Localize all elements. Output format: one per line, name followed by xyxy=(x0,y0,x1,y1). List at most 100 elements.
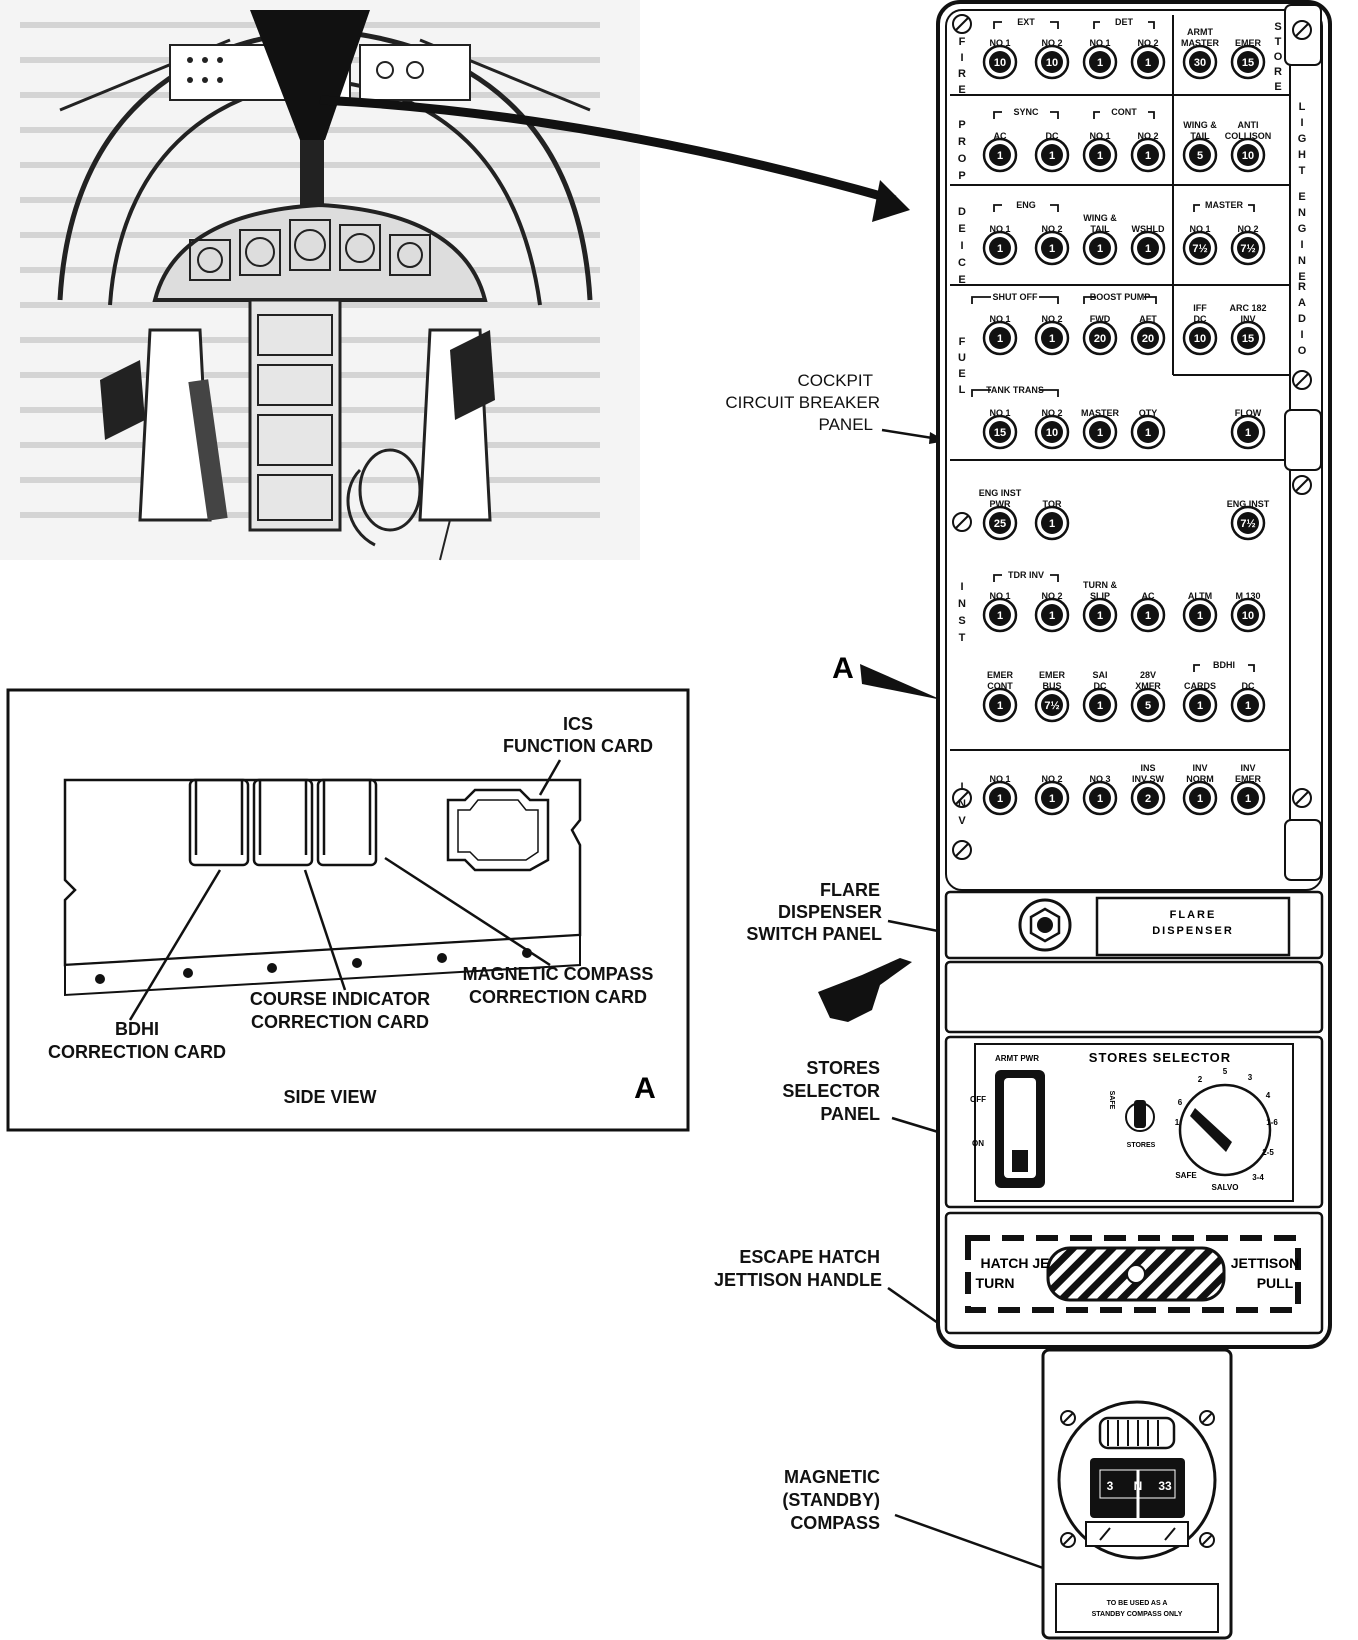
breaker-button[interactable] xyxy=(1137,327,1159,349)
breaker-button[interactable] xyxy=(1089,694,1111,716)
breaker-button[interactable] xyxy=(1189,237,1211,259)
breaker-button[interactable] xyxy=(1237,604,1259,626)
circuit-breaker[interactable]: AC1 xyxy=(982,131,1018,173)
circuit-breaker[interactable]: NO 21 xyxy=(1034,774,1070,816)
breaker-button[interactable] xyxy=(1089,144,1111,166)
circuit-breaker[interactable]: DC1 xyxy=(1230,681,1266,723)
breaker-button[interactable] xyxy=(1237,237,1259,259)
breaker-button[interactable] xyxy=(1237,421,1259,443)
breaker-button[interactable] xyxy=(1237,144,1259,166)
circuit-breaker[interactable]: NO 11 xyxy=(982,591,1018,633)
breaker-button[interactable] xyxy=(1137,604,1159,626)
breaker-button[interactable] xyxy=(1089,51,1111,73)
stores-rotary-selector[interactable] xyxy=(1178,1083,1272,1177)
circuit-breaker[interactable]: NO 27½ xyxy=(1230,224,1266,266)
breaker-button[interactable] xyxy=(989,694,1011,716)
circuit-breaker[interactable]: NO 21 xyxy=(1130,131,1166,173)
breaker-button[interactable] xyxy=(1041,604,1063,626)
circuit-breaker[interactable]: AC1 xyxy=(1130,591,1166,633)
breaker-button[interactable] xyxy=(1237,51,1259,73)
circuit-breaker[interactable]: NO 210 xyxy=(1034,38,1070,80)
breaker-button[interactable] xyxy=(989,327,1011,349)
safe-stores-toggle[interactable] xyxy=(1134,1100,1146,1128)
breaker-button[interactable] xyxy=(989,512,1011,534)
breaker-button[interactable] xyxy=(989,51,1011,73)
breaker-button[interactable] xyxy=(1137,694,1159,716)
breaker-button[interactable] xyxy=(1041,327,1063,349)
breaker-button[interactable] xyxy=(1237,787,1259,809)
breaker-button[interactable] xyxy=(1137,237,1159,259)
breaker-button[interactable] xyxy=(989,787,1011,809)
breaker-button[interactable] xyxy=(1189,694,1211,716)
breaker-button[interactable] xyxy=(1189,787,1211,809)
circuit-breaker[interactable]: NO 21 xyxy=(1034,314,1070,356)
breaker-button[interactable] xyxy=(1189,604,1211,626)
breaker-button[interactable] xyxy=(1137,787,1159,809)
circuit-breaker[interactable]: NO 17½ xyxy=(1182,224,1218,266)
breaker-button[interactable] xyxy=(1237,512,1259,534)
breaker-button[interactable] xyxy=(1137,144,1159,166)
flare-dispenser-switch[interactable] xyxy=(1095,896,1291,957)
breaker-button[interactable] xyxy=(1041,694,1063,716)
breaker-button[interactable] xyxy=(1089,237,1111,259)
breaker-button[interactable] xyxy=(1089,421,1111,443)
circuit-breaker[interactable]: DC1 xyxy=(1034,131,1070,173)
breaker-button[interactable] xyxy=(1089,327,1111,349)
circuit-breaker[interactable]: NO 11 xyxy=(982,314,1018,356)
breaker-button[interactable] xyxy=(1189,327,1211,349)
circuit-breaker[interactable]: NO 21 xyxy=(1034,591,1070,633)
circuit-breaker[interactable]: NO 11 xyxy=(982,224,1018,266)
circuit-breaker[interactable]: NO 11 xyxy=(1082,38,1118,80)
breaker-button[interactable] xyxy=(1237,327,1259,349)
circuit-breaker[interactable]: NO 21 xyxy=(1130,38,1166,80)
circuit-breaker[interactable]: NO 11 xyxy=(1082,131,1118,173)
breaker-button[interactable] xyxy=(1137,421,1159,443)
circuit-breaker[interactable]: NO 11 xyxy=(982,774,1018,816)
breaker-button[interactable] xyxy=(1041,787,1063,809)
circuit-breaker[interactable]: NO 210 xyxy=(1034,408,1070,450)
breaker-button[interactable] xyxy=(1089,787,1111,809)
breaker-button[interactable] xyxy=(1237,694,1259,716)
breaker-button[interactable] xyxy=(1189,144,1211,166)
breaker-button[interactable] xyxy=(1041,237,1063,259)
circuit-breaker[interactable]: NO 115 xyxy=(982,408,1018,450)
circuit-breaker[interactable]: NO 110 xyxy=(982,38,1018,80)
breaker-button[interactable] xyxy=(989,604,1011,626)
breaker-button[interactable] xyxy=(1041,51,1063,73)
breaker-button[interactable] xyxy=(989,144,1011,166)
breaker-button[interactable] xyxy=(1041,512,1063,534)
breaker-button[interactable] xyxy=(989,421,1011,443)
breaker-button[interactable] xyxy=(989,237,1011,259)
breaker-button[interactable] xyxy=(1041,421,1063,443)
breaker-button[interactable] xyxy=(1189,51,1211,73)
circuit-breaker[interactable]: NO 21 xyxy=(1034,224,1070,266)
breaker-button[interactable] xyxy=(1041,144,1063,166)
circuit-breaker[interactable]: NO 31 xyxy=(1082,774,1118,816)
